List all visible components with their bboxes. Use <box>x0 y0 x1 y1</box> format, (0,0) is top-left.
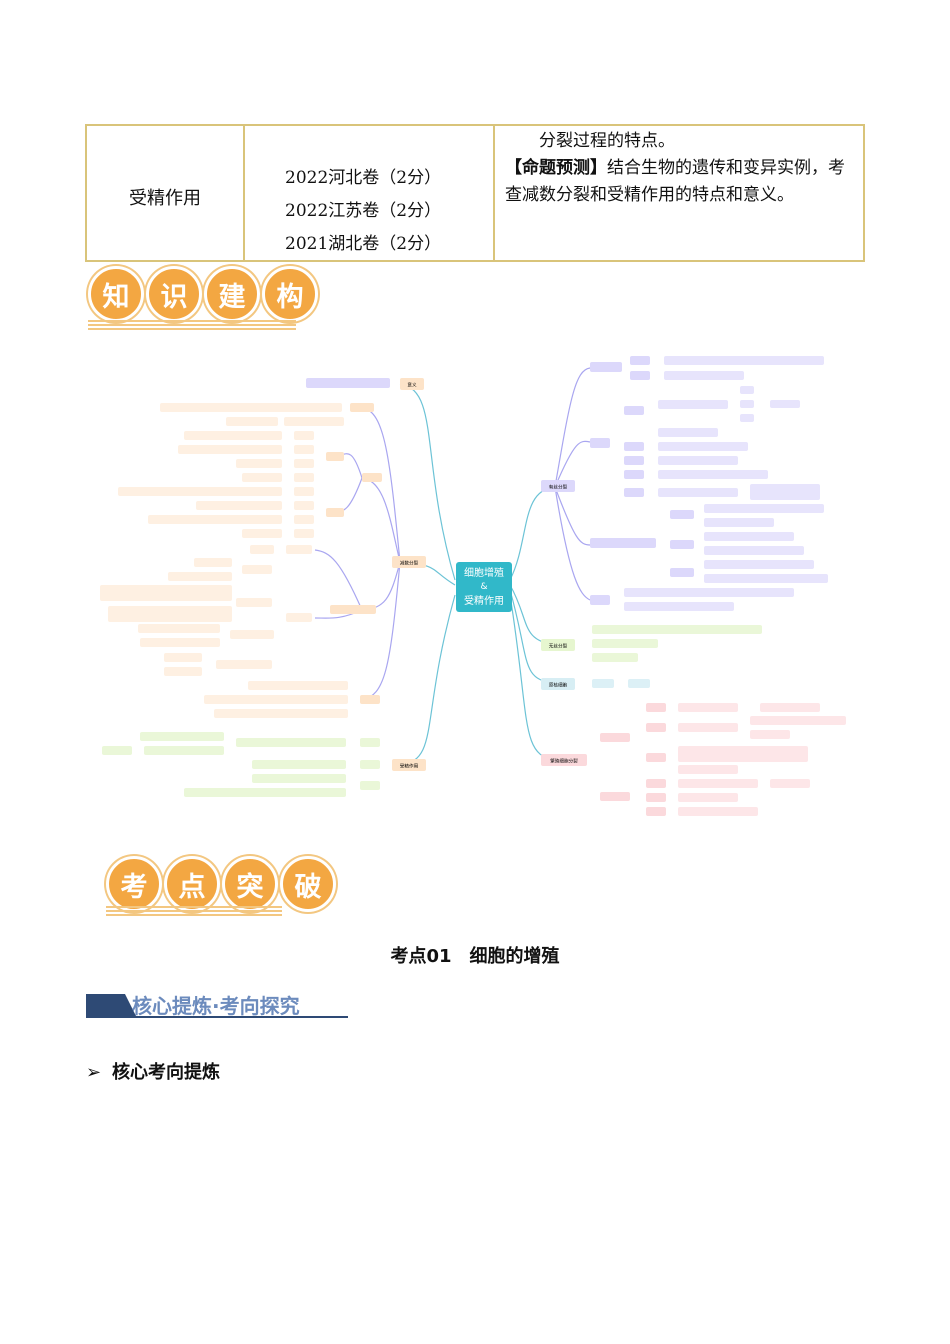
badge-char: 点 <box>164 856 220 912</box>
year-row: 2022河北卷（2分） <box>285 168 442 188</box>
desc-label: 【命题预测】 <box>505 158 607 178</box>
exam-table: 受精作用 2022河北卷（2分） 2022江苏卷（2分） 2021湖北卷（2分）… <box>85 124 865 262</box>
subhead: ➢ 核心考向提炼 <box>86 1058 220 1084</box>
knowledge-badge: 知 识 建 构 <box>88 266 318 322</box>
mindmap: 细胞增殖 & 受精作用 有丝分裂 无丝分裂 原核细胞 繁殖细胞分裂 减数分裂 受… <box>100 356 846 816</box>
branch-reproductive: 繁殖细胞分裂 <box>550 758 578 765</box>
reproductive-details <box>600 703 846 816</box>
banner-underline <box>86 1016 348 1018</box>
center-title-2: & <box>480 582 487 592</box>
badge-char: 构 <box>262 266 318 322</box>
section-title: 考点01 细胞的增殖 <box>390 946 560 967</box>
branch-fertilization: 受精作用 <box>400 763 419 770</box>
desc-text: 结合生物的遗传和变异实例，考查减数分裂和受精作用的特点和意义。 <box>505 158 845 205</box>
badge-char: 突 <box>222 856 278 912</box>
badge-char: 知 <box>88 266 144 322</box>
years-cell: 2022河北卷（2分） 2022江苏卷（2分） 2021湖北卷（2分） <box>245 126 495 260</box>
subhead-text: 核心考向提炼 <box>112 1062 220 1083</box>
exam-points-badge: 考 点 突 破 <box>106 856 336 912</box>
meiosis-details <box>100 378 390 718</box>
desc-continuation: 分裂过程的特点。 <box>539 131 675 151</box>
branch-meiosis: 减数分裂 <box>400 560 419 567</box>
branch-significance: 意义 <box>407 382 417 389</box>
badge-char: 识 <box>146 266 202 322</box>
fertilization-details <box>102 732 380 797</box>
badge-underline <box>106 906 282 916</box>
topic-cell: 受精作用 <box>87 126 245 260</box>
center-title-3: 受精作用 <box>464 594 504 607</box>
year-row: 2021湖北卷（2分） <box>285 234 442 254</box>
core-banner: 核心提炼·考向探究 <box>86 990 348 1018</box>
badge-char: 建 <box>204 266 260 322</box>
branch-prokaryote: 原核细胞 <box>549 682 568 689</box>
mitosis-details <box>590 356 828 611</box>
badge-underline <box>88 320 296 330</box>
banner-label: 核心提炼·考向探究 <box>132 994 300 1018</box>
center-title-1: 细胞增殖 <box>464 566 504 579</box>
badge-char: 破 <box>280 856 336 912</box>
banner-flag <box>86 994 136 1016</box>
branch-amitosis: 无丝分裂 <box>549 643 568 650</box>
desc-cell: 分裂过程的特点。 【命题预测】结合生物的遗传和变异实例，考查减数分裂和受精作用的… <box>495 126 863 260</box>
amitosis-details <box>592 625 762 688</box>
year-row: 2022江苏卷（2分） <box>285 201 442 221</box>
branch-mitosis: 有丝分裂 <box>549 484 568 491</box>
badge-char: 考 <box>106 856 162 912</box>
arrow-bullet-icon: ➢ <box>86 1062 102 1083</box>
